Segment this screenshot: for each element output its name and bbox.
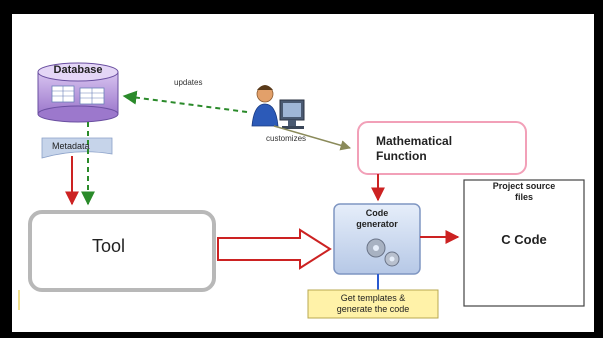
tool-box <box>28 210 216 292</box>
code-generator-label-line2: generator <box>356 219 398 229</box>
diagram-canvas: Database Metadata updates customizes Mat… <box>12 14 594 332</box>
math-function-label-line1: Mathematical <box>376 134 453 148</box>
customizes-arrow <box>273 125 352 151</box>
user-computer-icon <box>251 85 305 129</box>
tool-to-generator-arrow <box>217 228 332 270</box>
diagram-svg <box>18 62 585 319</box>
c-code-label: C Code <box>501 232 547 247</box>
updates-arrow <box>122 90 248 113</box>
templates-label-line1: Get templates & <box>340 293 406 303</box>
database-label: Database <box>53 64 103 76</box>
updates-label: updates <box>174 78 203 87</box>
code-generator-label-line1: Code <box>365 208 389 218</box>
project-source-files-box <box>463 179 585 307</box>
metadata-label: Metadata <box>52 141 90 151</box>
edge-mark <box>18 290 20 310</box>
math-function-label-line2: Function <box>376 149 427 163</box>
gears-icon <box>366 238 400 267</box>
customizes-label: customizes <box>266 134 307 143</box>
metadata-document-icon <box>41 137 113 159</box>
database-icon <box>37 62 119 123</box>
tool-label: Tool <box>92 236 126 256</box>
mathematical-function-box <box>357 121 527 175</box>
templates-label-line2: generate the code <box>336 304 410 314</box>
project-source-label-line2: files <box>514 192 533 202</box>
templates-box <box>307 289 439 319</box>
project-source-label-line1: Project source <box>492 181 556 191</box>
